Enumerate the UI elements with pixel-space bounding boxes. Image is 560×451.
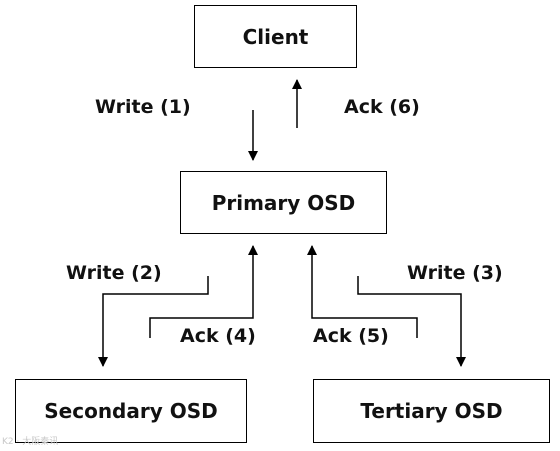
- watermark: K2 · 大阪秦讯: [2, 437, 59, 447]
- tertiary-osd-node: Tertiary OSD: [313, 379, 550, 443]
- edge-label-write-3: Write (3): [407, 262, 503, 284]
- arrow-write-2: [98, 276, 209, 367]
- edge-label-write-1: Write (1): [95, 96, 191, 118]
- arrow-write-3: [357, 276, 466, 367]
- edge-label-ack-4: Ack (4): [180, 325, 256, 347]
- client-node: Client: [194, 5, 357, 68]
- secondary-osd-node: Secondary OSD: [15, 379, 247, 443]
- primary-osd-label: Primary OSD: [211, 190, 356, 215]
- primary-osd-node: Primary OSD: [180, 171, 387, 234]
- secondary-osd-label: Secondary OSD: [44, 399, 218, 423]
- edge-label-ack-5: Ack (5): [313, 325, 389, 347]
- arrow-ack-5: [307, 245, 418, 338]
- client-label: Client: [242, 24, 309, 49]
- tertiary-osd-label: Tertiary OSD: [360, 399, 503, 423]
- edge-label-write-2: Write (2): [66, 262, 162, 284]
- arrow-ack-4: [149, 245, 258, 338]
- edge-label-ack-6: Ack (6): [344, 96, 420, 118]
